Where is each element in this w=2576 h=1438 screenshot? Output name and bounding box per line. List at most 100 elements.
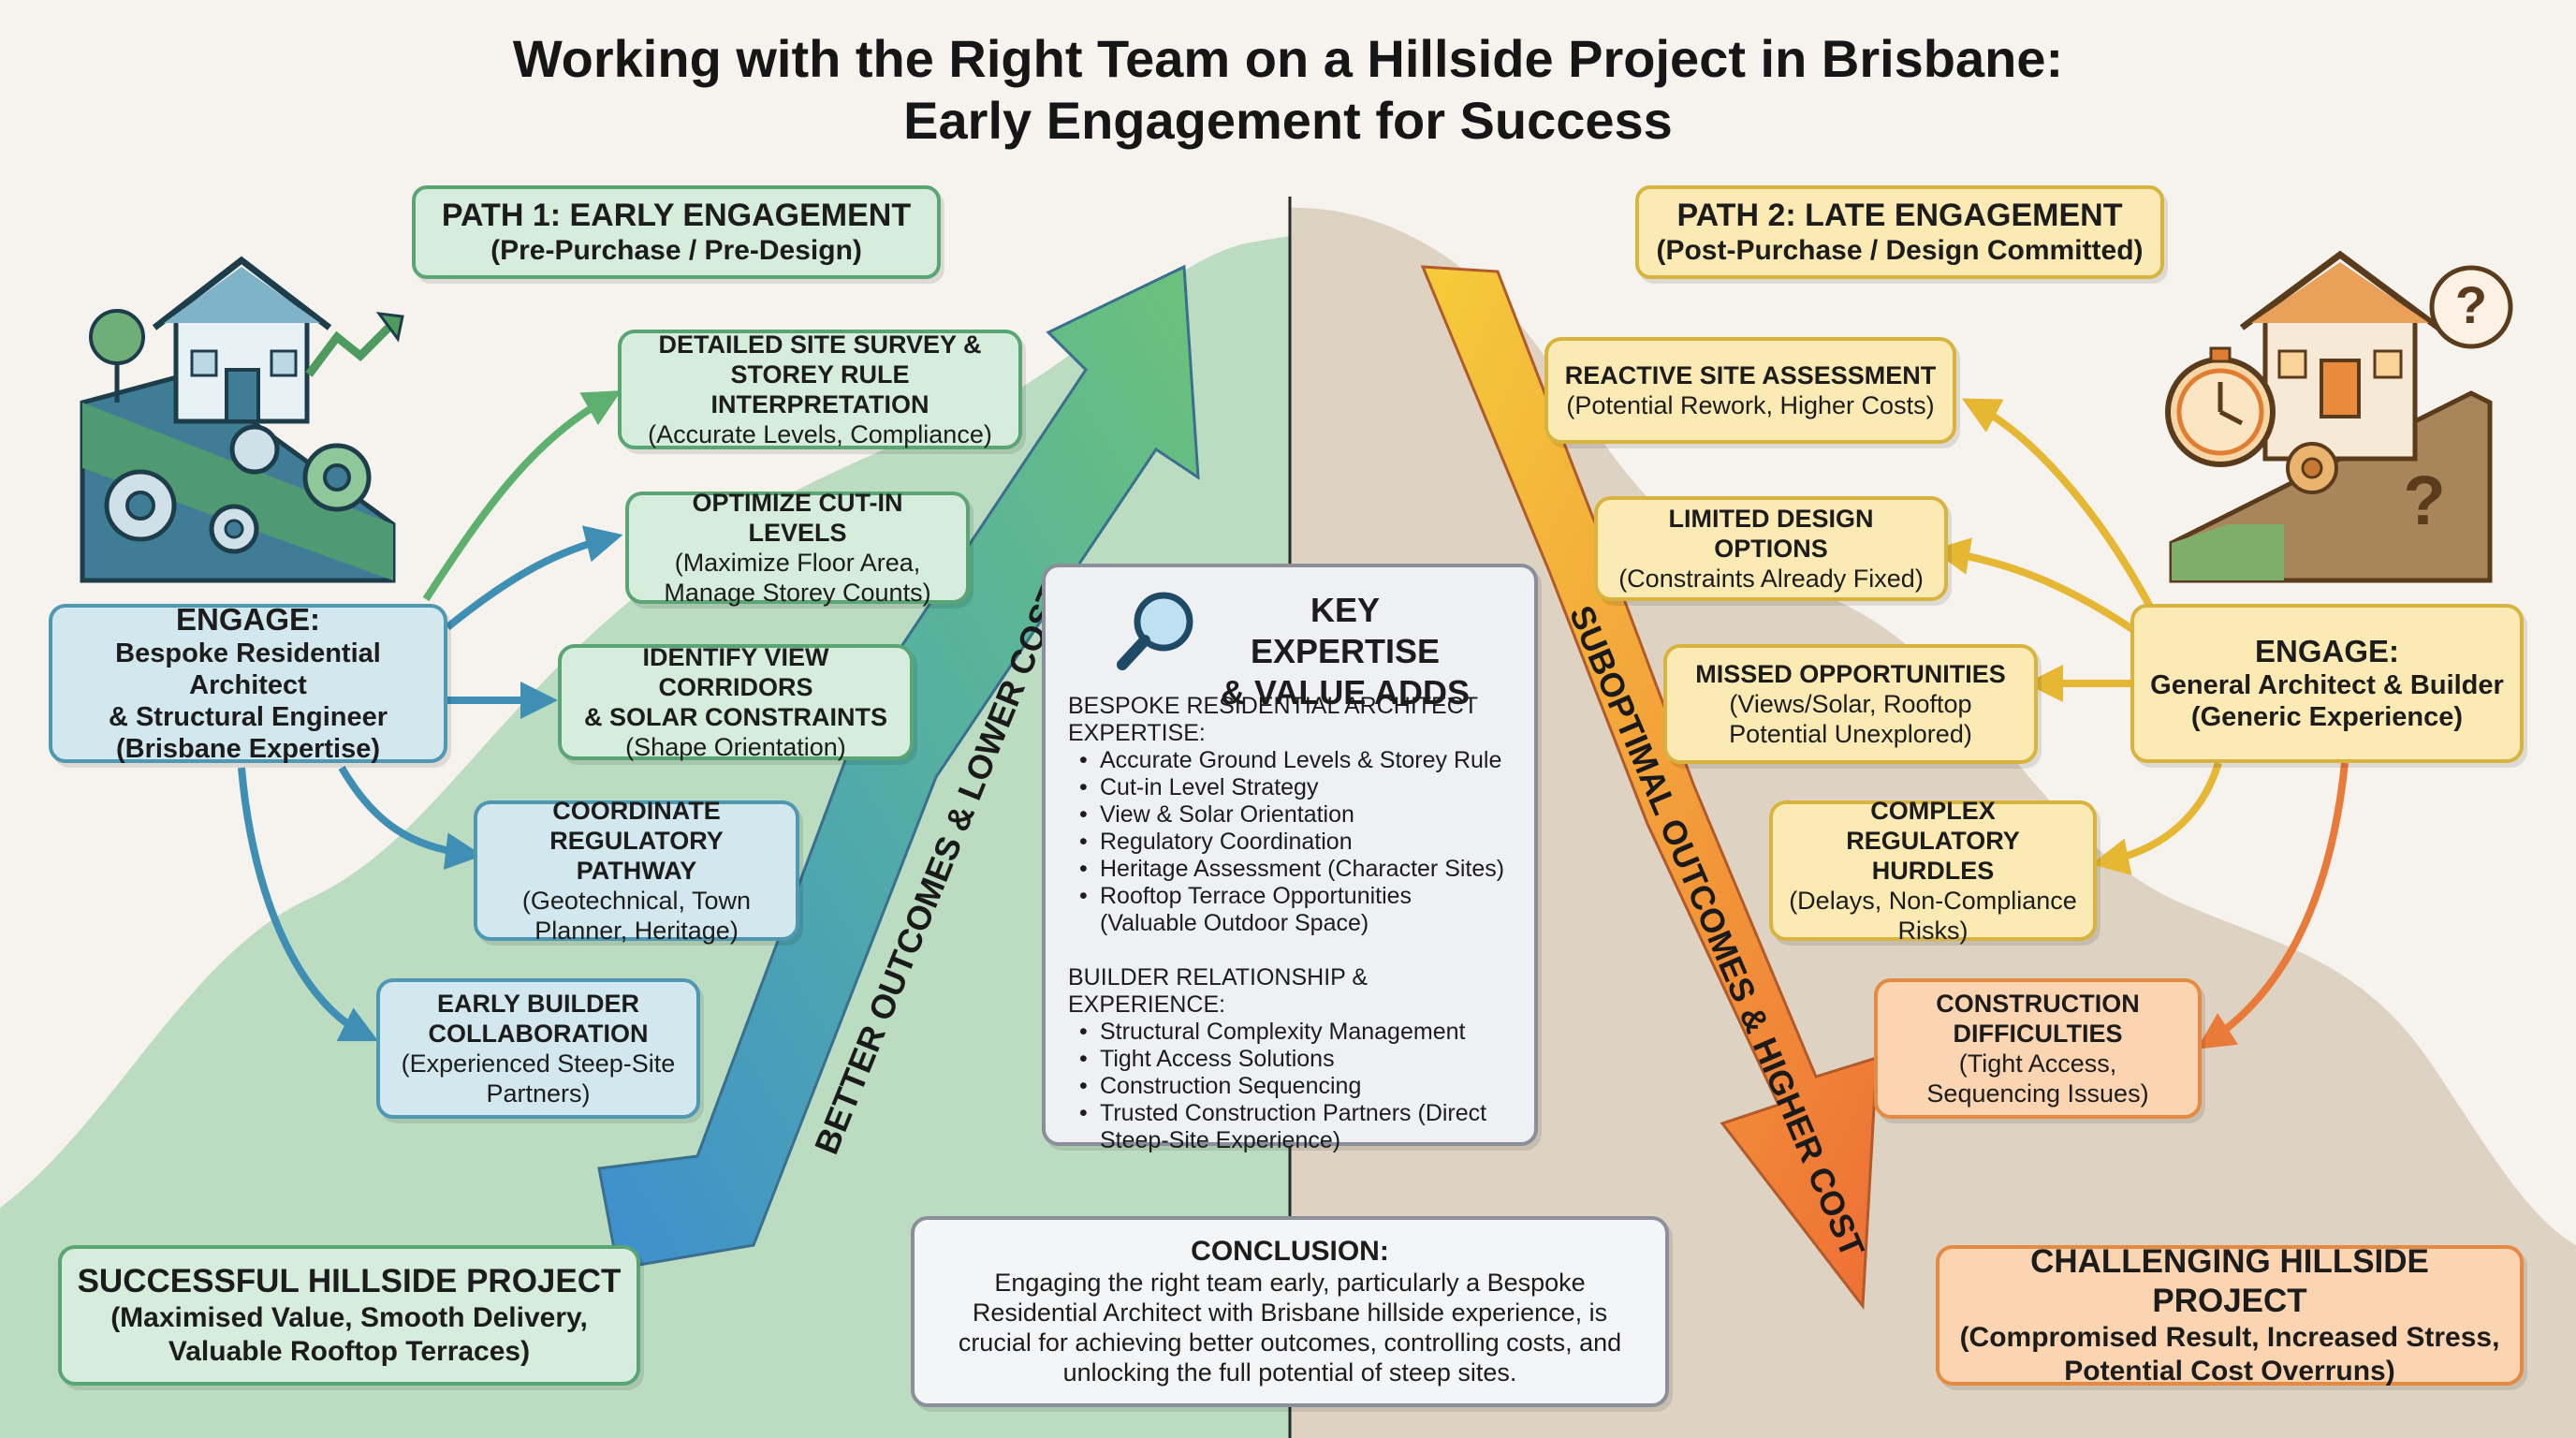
- section-heading: EXPERTISE:: [1068, 720, 1206, 746]
- step-title: COLLABORATION: [428, 1020, 649, 1048]
- path2-result-box: CHALLENGING HILLSIDE PROJECT (Compromise…: [1936, 1243, 2524, 1387]
- suboptimal-outcomes-arrow: [1420, 265, 1879, 1311]
- path2-step-limited-design: LIMITED DESIGN OPTIONS (Constraints Alre…: [1594, 496, 1948, 601]
- architect-expertise-list: Accurate Ground Levels & Storey Rule Cut…: [1068, 747, 1517, 937]
- path1-step-regulatory: COORDINATE REGULATORY PATHWAY (Geotechni…: [474, 797, 799, 945]
- conclusion-line: Engaging the right team early, particula…: [994, 1269, 1586, 1297]
- section-heading: BESPOKE RESIDENTIAL ARCHITECT: [1068, 693, 1479, 719]
- path2-subtitle: (Post-Purchase / Design Committed): [1656, 235, 2144, 266]
- step-subtitle: (Geotechnical, Town: [521, 887, 752, 915]
- step-subtitle: (Accurate Levels, Compliance): [648, 420, 992, 448]
- path2-result-line: (Compromised Result, Increased Stress,: [1959, 1322, 2500, 1353]
- step-subtitle: (Experienced Steep-Site: [401, 1049, 676, 1078]
- path2-engage-title: ENGAGE:: [2254, 634, 2399, 668]
- builder-experience-section: BUILDER RELATIONSHIP & EXPERIENCE: Struc…: [1068, 964, 1527, 1154]
- title-line-1: Working with the Right Team on a Hillsid…: [512, 29, 2064, 88]
- step-title: DETAILED SITE SURVEY &: [658, 330, 982, 359]
- path1-engage-line: & Structural Engineer: [108, 702, 388, 732]
- step-subtitle: Planner, Heritage): [534, 917, 739, 945]
- list-item: Trusted Construction Partners (Direct St…: [1068, 1100, 1527, 1154]
- page-title: Working with the Right Team on a Hillsid…: [0, 28, 2576, 152]
- path1-step-site-survey: DETAILED SITE SURVEY & STOREY RULE INTER…: [618, 330, 1022, 449]
- path1-step-cut-in-levels: OPTIMIZE CUT-IN LEVELS (Maximize Floor A…: [625, 489, 970, 607]
- step-title: MISSED OPPORTUNITIES: [1695, 660, 2006, 688]
- path1-result-line: (Maximised Value, Smooth Delivery,: [110, 1302, 588, 1333]
- path2-step-construction-difficulties: CONSTRUCTION DIFFICULTIES (Tight Access,…: [1874, 978, 2202, 1119]
- step-title: EARLY BUILDER: [436, 990, 640, 1018]
- path1-result-title: SUCCESSFUL HILLSIDE PROJECT: [77, 1263, 622, 1299]
- step-subtitle: Sequencing Issues): [1926, 1079, 2149, 1108]
- path2-result-line: Potential Cost Overruns): [2064, 1356, 2395, 1387]
- svg-text:?: ?: [2455, 275, 2487, 334]
- step-subtitle: (Maximize Floor Area,: [674, 549, 921, 577]
- step-title: REACTIVE SITE ASSESSMENT: [1564, 361, 1937, 389]
- key-expertise-title-line: KEY EXPERTISE: [1250, 591, 1441, 670]
- step-subtitle: (Views/Solar, Rooftop: [1729, 690, 1972, 718]
- step-title: COMPLEX REGULATORY: [1846, 797, 2020, 855]
- step-subtitle: (Tight Access,: [1958, 1049, 2117, 1078]
- conclusion-title: CONCLUSION:: [1191, 1236, 1389, 1267]
- step-title: STOREY RULE INTERPRETATION: [710, 360, 929, 418]
- path1-step-builder-collab: EARLY BUILDER COLLABORATION (Experienced…: [376, 978, 700, 1119]
- step-subtitle: (Shape Orientation): [625, 733, 846, 761]
- path2-header: PATH 2: LATE ENGAGEMENT (Post-Purchase /…: [1635, 185, 2164, 279]
- list-item: Accurate Ground Levels & Storey Rule: [1068, 747, 1517, 774]
- better-outcomes-arrow: [597, 264, 1200, 1270]
- path2-engage-box: ENGAGE: General Architect & Builder (Gen…: [2130, 604, 2524, 763]
- step-title: REGULATORY PATHWAY: [549, 827, 724, 885]
- step-title: & SOLAR CONSTRAINTS: [584, 703, 887, 731]
- svg-text:?: ?: [2403, 462, 2445, 539]
- step-subtitle: (Potential Rework, Higher Costs): [1566, 391, 1935, 419]
- step-title: HURDLES: [1871, 857, 1995, 885]
- path1-step-view-corridors: IDENTIFY VIEW CORRIDORS & SOLAR CONSTRAI…: [558, 643, 914, 761]
- list-item: Cut-in Level Strategy: [1068, 774, 1517, 801]
- step-title: CONSTRUCTION: [1936, 990, 2140, 1018]
- path1-subtitle: (Pre-Purchase / Pre-Design): [490, 235, 862, 266]
- conclusion-line: Residential Architect with Brisbane hill…: [972, 1299, 1608, 1327]
- conclusion-line: crucial for achieving better outcomes, c…: [958, 1328, 1622, 1357]
- step-title: IDENTIFY VIEW CORRIDORS: [642, 643, 829, 701]
- title-line-2: Early Engagement for Success: [903, 91, 1673, 150]
- path1-engage-box: ENGAGE: Bespoke Residential Architect & …: [49, 602, 447, 764]
- step-subtitle: Potential Unexplored): [1729, 720, 1972, 748]
- step-subtitle: Partners): [486, 1079, 591, 1108]
- list-item: Rooftop Terrace Opportunities (Valuable …: [1068, 883, 1517, 937]
- step-title: OPTIMIZE CUT-IN LEVELS: [692, 489, 903, 547]
- path2-step-regulatory-hurdles: COMPLEX REGULATORY HURDLES (Delays, Non-…: [1769, 797, 2097, 945]
- architect-expertise-section: BESPOKE RESIDENTIAL ARCHITECT EXPERTISE:…: [1068, 693, 1517, 937]
- path1-engage-line: (Brisbane Expertise): [115, 734, 381, 764]
- path2-result-title: CHALLENGING HILLSIDE PROJECT: [2030, 1243, 2429, 1319]
- conclusion-box: CONCLUSION: Engaging the right team earl…: [911, 1216, 1669, 1407]
- step-subtitle: (Constraints Already Fixed): [1618, 565, 1924, 593]
- path2-engage-line: General Architect & Builder: [2150, 670, 2504, 700]
- list-item: Tight Access Solutions: [1068, 1046, 1527, 1073]
- path2-step-missed-opportunities: MISSED OPPORTUNITIES (Views/Solar, Rooft…: [1663, 644, 2038, 764]
- builder-experience-list: Structural Complexity Management Tight A…: [1068, 1019, 1527, 1154]
- house-gears-icon: [80, 256, 404, 583]
- list-item: Structural Complexity Management: [1068, 1019, 1527, 1046]
- list-item: Regulatory Coordination: [1068, 829, 1517, 856]
- step-subtitle: Manage Storey Counts): [664, 579, 931, 607]
- path2-title: PATH 2: LATE ENGAGEMENT: [1676, 198, 2123, 233]
- list-item: Heritage Assessment (Character Sites): [1068, 856, 1517, 883]
- path1-header: PATH 1: EARLY ENGAGEMENT (Pre-Purchase /…: [412, 185, 941, 279]
- path1-result-box: SUCCESSFUL HILLSIDE PROJECT (Maximised V…: [58, 1245, 640, 1386]
- key-expertise-card: KEY EXPERTISE & VALUE ADDS BESPOKE RESID…: [1042, 564, 1538, 1153]
- path2-engage-line: (Generic Experience): [2190, 702, 2464, 732]
- key-expertise-title-line: & VALUE ADDS: [1220, 673, 1470, 712]
- step-title: DIFFICULTIES: [1953, 1020, 2123, 1048]
- step-subtitle: (Delays, Non-Compliance: [1789, 887, 2077, 915]
- path2-step-reactive-assessment: REACTIVE SITE ASSESSMENT (Potential Rewo…: [1544, 337, 1956, 444]
- conclusion-line: unlocking the full potential of steep si…: [1062, 1358, 1517, 1387]
- list-item: Construction Sequencing: [1068, 1073, 1527, 1100]
- key-expertise-title: KEY EXPERTISE & VALUE ADDS: [1214, 590, 1476, 713]
- section-heading: BUILDER RELATIONSHIP & EXPERIENCE:: [1068, 964, 1368, 1018]
- path1-result-line: Valuable Rooftop Terraces): [168, 1336, 531, 1367]
- path1-engage-line: Bespoke Residential Architect: [115, 638, 381, 700]
- list-item: View & Solar Orientation: [1068, 801, 1517, 829]
- house-stopwatch-icon: ? ?: [2165, 250, 2513, 583]
- step-title: COORDINATE: [552, 797, 721, 825]
- step-subtitle: Risks): [1897, 917, 1969, 945]
- step-title: LIMITED DESIGN OPTIONS: [1668, 505, 1874, 563]
